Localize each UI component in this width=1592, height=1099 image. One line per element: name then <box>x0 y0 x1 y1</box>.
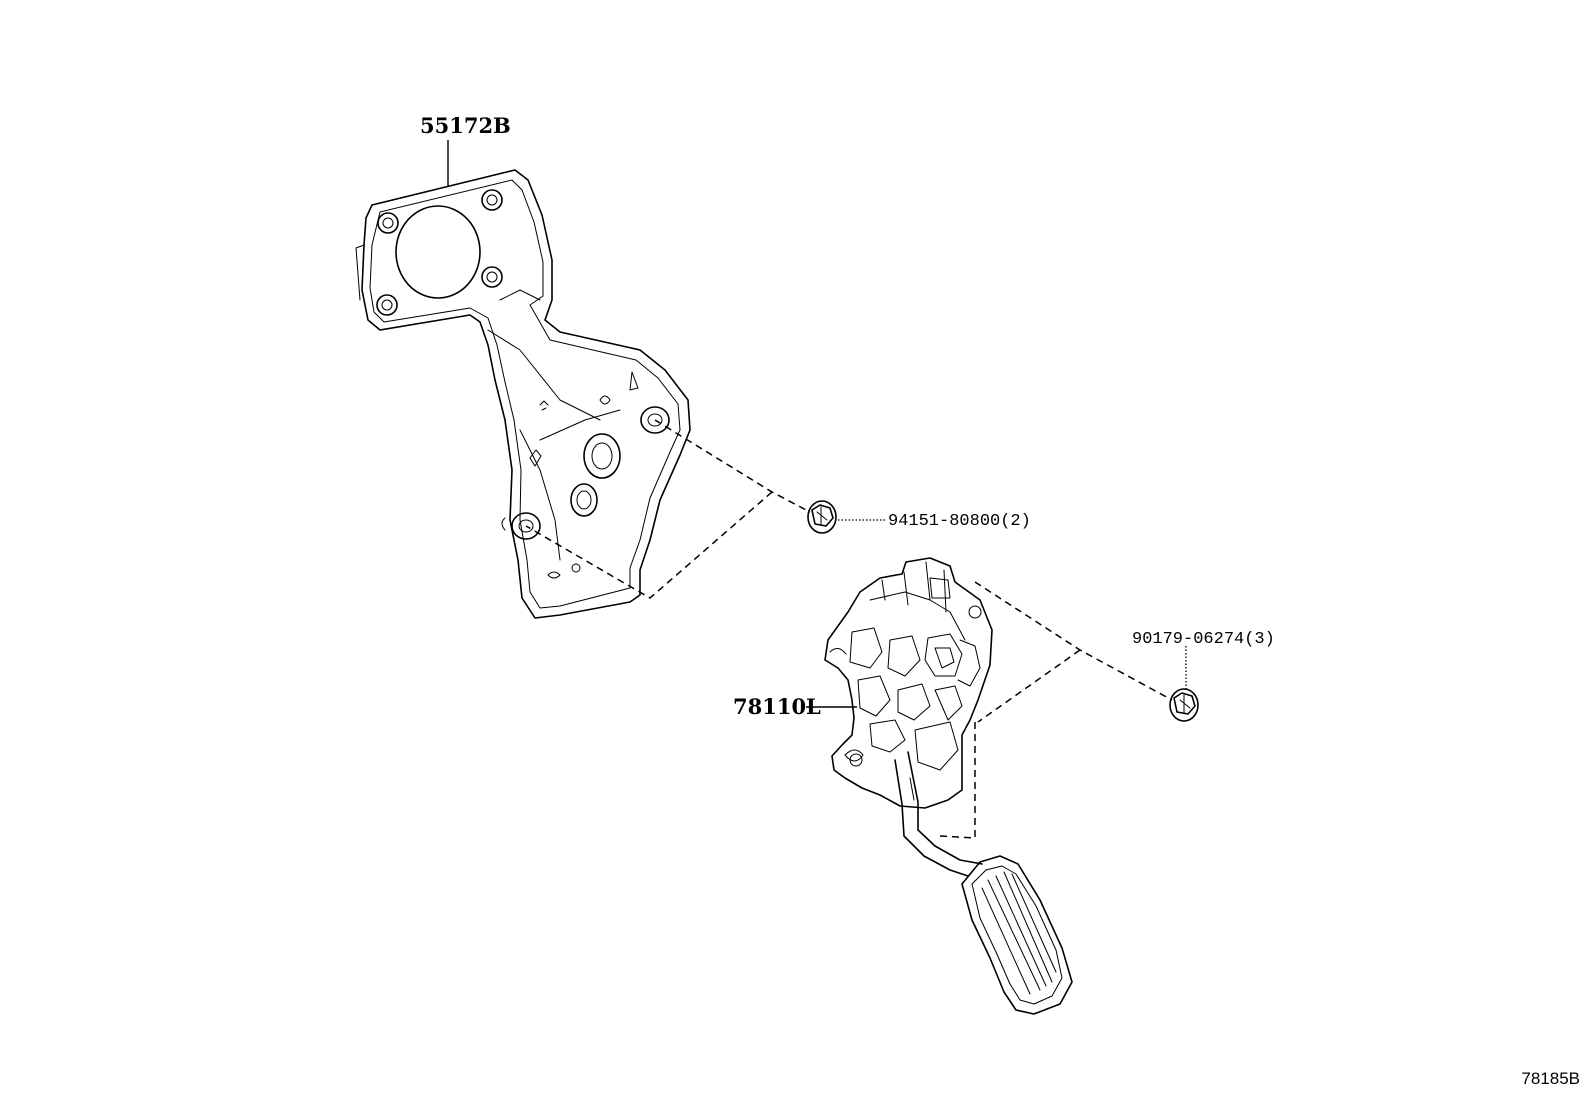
bracket-nut-callout[interactable]: 94151-80800(2) <box>888 512 1031 531</box>
pedal-assembly-part[interactable] <box>824 557 1073 1015</box>
bracket-callout[interactable]: 55172B <box>420 113 511 138</box>
pedal-nut-part[interactable] <box>1169 688 1199 722</box>
pedal-nut-callout[interactable]: 90179-06274(3) <box>1132 630 1275 649</box>
diagram-id: 78185B <box>1521 1069 1580 1088</box>
bracket-part[interactable] <box>355 169 691 619</box>
pedal-assembly-callout[interactable]: 78110L <box>733 694 821 719</box>
pedal-alignment-lines <box>939 581 1173 839</box>
bracket-nut-part[interactable] <box>807 500 837 534</box>
bracket-alignment-lines <box>525 419 811 599</box>
